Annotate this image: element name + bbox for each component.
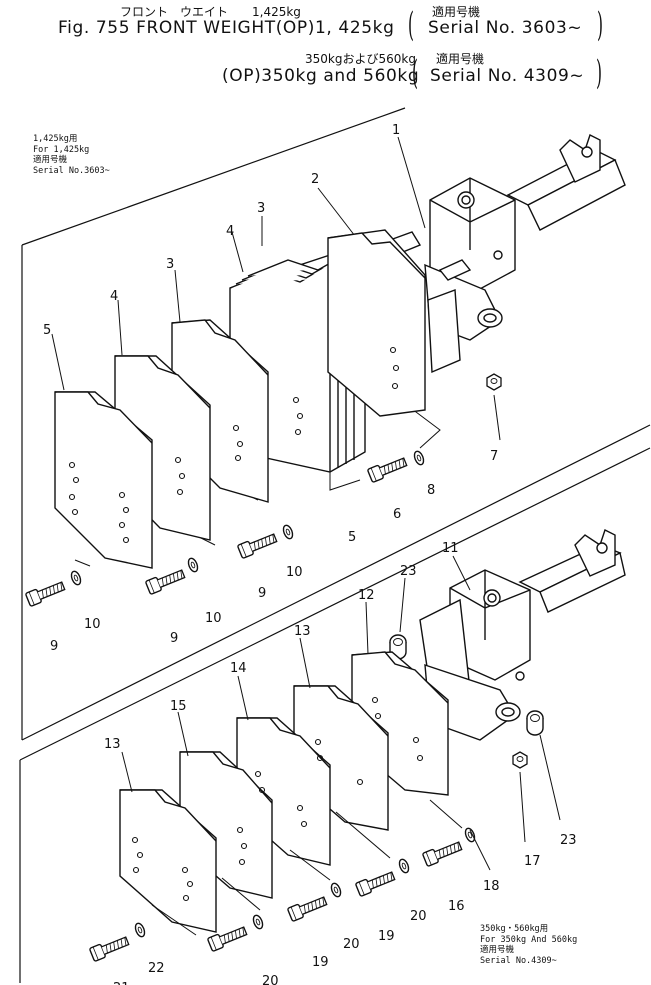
note-line: 1,425kg用 (33, 134, 78, 144)
subtitle: (OP)350kg and 560kg (222, 66, 420, 86)
bracket-open-2: ( (412, 53, 418, 93)
callout-3b: 3 (166, 257, 174, 272)
serial-number-1: Serial No. 3603~ (428, 18, 583, 38)
figure-title: Fig. 755 FRONT WEIGHT(OP)1, 425kg (58, 18, 395, 38)
serial-label-japanese-2: 適用号機 (436, 52, 485, 66)
note-line: For 1,425kg (33, 144, 90, 155)
nut (486, 373, 502, 391)
callout-23: 23 (400, 564, 417, 579)
callout-19: 19 (378, 929, 395, 944)
callout-1: 1 (392, 123, 400, 138)
callout-4: 4 (226, 224, 234, 239)
callout-20c: 20 (262, 974, 279, 985)
callout-14: 14 (230, 661, 247, 676)
bolt (236, 530, 279, 560)
lower-panel-frame (19, 447, 651, 983)
callout-20: 20 (410, 909, 427, 924)
title-japanese: フロント ウエイト 1,425kg (120, 5, 301, 19)
bolt (354, 868, 397, 898)
callouts-upper: 1 2 3 4 3 4 5 5 7 8 6 9 10 9 10 9 10 (43, 123, 498, 654)
front-weight-bracket-upper (388, 134, 626, 374)
plug (526, 710, 544, 736)
callout-3: 3 (257, 201, 265, 216)
callout-10b: 10 (205, 611, 222, 626)
washer (68, 569, 84, 587)
callout-9b: 9 (170, 631, 178, 646)
callout-9c: 9 (50, 639, 58, 654)
lower-applicability-note: 350kg・560kg用 For 350kg And 560kg 適用号機 Se… (480, 924, 577, 966)
bolt (366, 454, 409, 484)
bolt (88, 933, 131, 963)
callout-12: 12 (358, 588, 375, 603)
bolt (144, 566, 187, 596)
callout-5: 5 (43, 323, 51, 338)
callout-5b: 5 (348, 530, 356, 545)
callout-9: 9 (258, 586, 266, 601)
bracket-close-1: ) (597, 5, 603, 45)
callout-16: 16 (448, 899, 465, 914)
callout-17: 17 (524, 854, 541, 869)
callout-20b: 20 (343, 937, 360, 952)
weight-plate (119, 789, 217, 933)
plate-holes-upper (68, 346, 400, 544)
callouts-lower: 11 23 12 13 14 15 13 23 17 18 16 20 19 2… (104, 541, 577, 985)
callout-21: 21 (113, 981, 130, 985)
leader-lines-lower (121, 555, 561, 936)
bracket-close-2: ) (596, 53, 602, 93)
nut (512, 751, 528, 769)
note-line: For 350kg And 560kg (480, 934, 578, 945)
note-line: Serial No.4309~ (480, 955, 557, 966)
front-weight-bracket-lower (419, 529, 626, 741)
callout-11: 11 (442, 541, 459, 556)
washer (396, 857, 412, 875)
upper-panel-frame (21, 107, 651, 741)
callout-22: 22 (148, 961, 165, 976)
note-line: 350kg・560kg用 (480, 924, 549, 934)
serial-number-2: Serial No. 4309~ (430, 66, 585, 86)
bracket-open-1: ( (408, 5, 414, 45)
note-line: 適用号機 (480, 945, 515, 955)
bolt (24, 578, 67, 608)
washer (328, 881, 344, 899)
weight-plate (54, 391, 153, 569)
washer (185, 556, 201, 574)
callout-18: 18 (483, 879, 500, 894)
note-line: Serial No.3603~ (33, 165, 110, 176)
callout-23b: 23 (560, 833, 577, 848)
washer (132, 921, 148, 939)
callout-13b: 13 (104, 737, 121, 752)
callout-15: 15 (170, 699, 187, 714)
subtitle-japanese: 350kgおよび560kg (305, 52, 416, 66)
callout-8: 8 (427, 483, 435, 498)
bolt (286, 893, 329, 923)
washer (250, 913, 266, 931)
weight-plate-large (327, 229, 426, 417)
callout-10c: 10 (84, 617, 101, 632)
callout-13: 13 (294, 624, 311, 639)
callout-6: 6 (393, 507, 401, 522)
washer (280, 523, 296, 541)
note-line: 適用号機 (33, 155, 68, 165)
callout-19b: 19 (312, 955, 329, 970)
callout-7: 7 (490, 449, 498, 464)
serial-label-japanese-1: 適用号機 (432, 5, 481, 19)
callout-2: 2 (311, 172, 319, 187)
callout-4b: 4 (110, 289, 118, 304)
plate-holes-lower (131, 696, 424, 902)
bolt (421, 838, 464, 868)
washer (462, 826, 478, 844)
washer (411, 449, 427, 467)
upper-applicability-note: 1,425kg用 For 1,425kg 適用号機 Serial No.3603… (33, 134, 110, 176)
callout-10: 10 (286, 565, 303, 580)
